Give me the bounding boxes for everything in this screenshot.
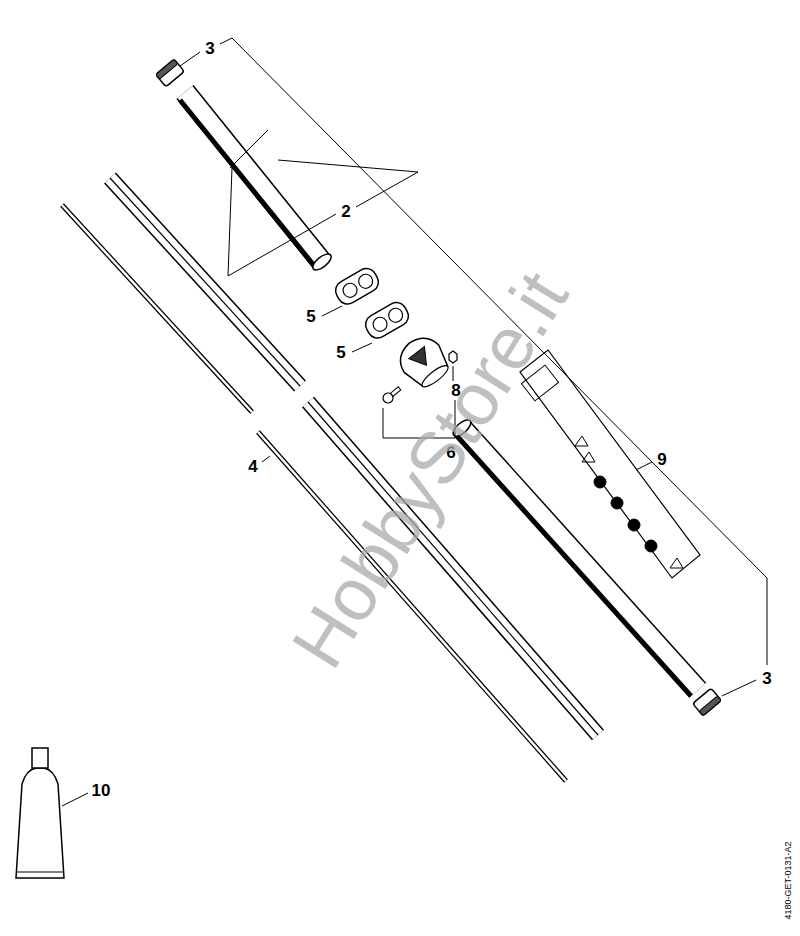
label-symbol xyxy=(575,436,588,446)
screw xyxy=(381,385,403,406)
callout-number: 2 xyxy=(341,203,350,220)
tube-end xyxy=(310,251,333,273)
clamp xyxy=(332,265,382,308)
drive-tube xyxy=(185,92,322,262)
label-symbol xyxy=(670,558,683,568)
warning-label xyxy=(520,350,700,578)
watermark: HobbyStore.it xyxy=(280,260,580,679)
callout-number: 9 xyxy=(657,451,666,468)
drive-tube xyxy=(180,100,316,268)
label-symbol xyxy=(582,452,595,462)
callout-number: 5 xyxy=(306,308,315,325)
end-cap xyxy=(693,688,722,716)
clamp xyxy=(362,299,412,342)
drawing-code: 4180-GET-0131-A2 xyxy=(783,841,792,919)
callout-number: 5 xyxy=(336,344,345,361)
callout-number: 3 xyxy=(762,670,771,687)
callout-number: 3 xyxy=(205,40,214,57)
drive-tube xyxy=(456,435,691,696)
callout-number: 10 xyxy=(92,782,111,799)
label-symbol xyxy=(628,519,640,531)
callout-number: 4 xyxy=(248,458,257,475)
grease-tube xyxy=(16,748,64,878)
label-symbol xyxy=(611,497,623,509)
end-cap xyxy=(156,59,185,87)
label-symbol xyxy=(645,540,657,552)
drive-tube xyxy=(185,92,322,262)
leader-line xyxy=(62,38,767,806)
label-symbol xyxy=(594,476,606,488)
